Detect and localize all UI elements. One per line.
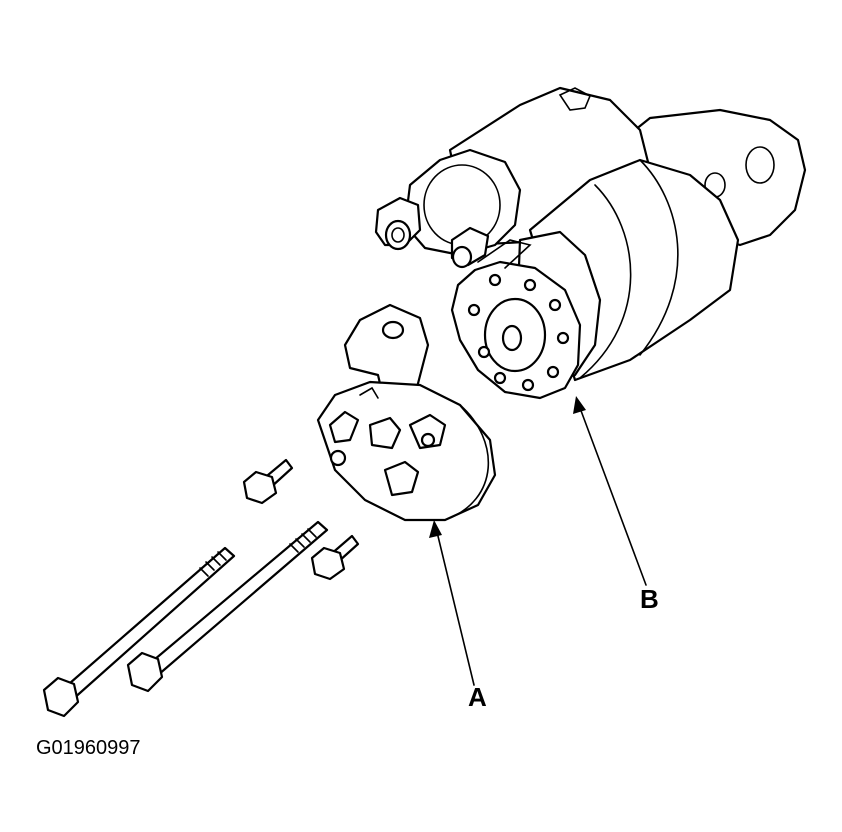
rear-cover-a bbox=[316, 303, 497, 522]
short-bolt-1 bbox=[242, 458, 294, 505]
starter-motor bbox=[374, 86, 807, 400]
long-bolt-2 bbox=[126, 520, 329, 693]
short-bolt-2 bbox=[310, 534, 360, 581]
label-part-a: A bbox=[468, 682, 487, 712]
long-bolt-1 bbox=[42, 546, 236, 718]
figure-code: G01960997 bbox=[36, 737, 141, 759]
label-part-b: B bbox=[640, 584, 659, 614]
leader-lines bbox=[429, 396, 647, 686]
